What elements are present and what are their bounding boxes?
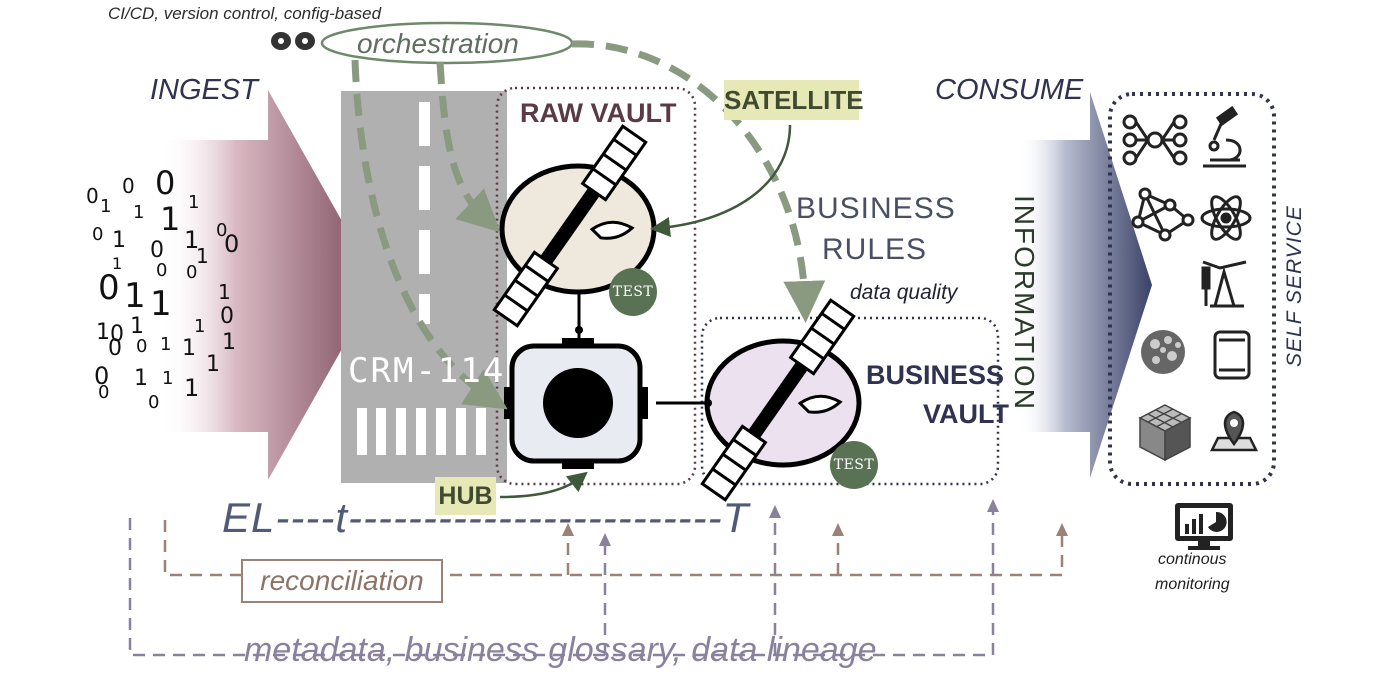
- binary-digit: 0: [98, 382, 110, 403]
- microscope-icon: [1203, 105, 1246, 168]
- business-test-badge: TEST: [830, 441, 878, 489]
- satellite-label: SATELLITE: [724, 80, 864, 120]
- self-service-label: SELF SERVICE: [1283, 205, 1306, 367]
- binary-digit: 1: [133, 202, 145, 223]
- binary-digit: 1: [96, 320, 110, 345]
- binary-digit: 1: [194, 316, 206, 337]
- binary-digit: 0: [94, 362, 110, 390]
- binary-digit: 1: [100, 196, 112, 217]
- reconciliation-arrowheads: [562, 523, 1068, 536]
- binary-digit: 0: [220, 304, 234, 329]
- consume-arrow: [1018, 92, 1152, 478]
- binary-digit: 1: [196, 244, 209, 268]
- source-system-label: CRM-114: [348, 351, 506, 391]
- binary-digit: 1: [112, 228, 126, 253]
- hub-icon: [504, 338, 648, 469]
- binary-digit: 1: [130, 314, 144, 339]
- binary-digit: 1: [188, 192, 200, 213]
- runway-threshold: [357, 408, 486, 455]
- cicd-annotation: CI/CD, version control, config-based: [108, 4, 382, 23]
- raw-vault-boundary: [495, 86, 697, 486]
- monitor-dashboard-icon: [1175, 503, 1233, 550]
- binary-digit: 1: [160, 334, 172, 355]
- rubiks-cube-icon: [1138, 404, 1192, 462]
- binary-digit: 1: [150, 284, 172, 324]
- raw-test-badge: TEST: [609, 268, 657, 316]
- binary-digit: 0: [148, 392, 160, 413]
- binary-digit: 0: [110, 322, 124, 347]
- runway-centerline: [419, 102, 430, 324]
- reconciliation-lines: [163, 520, 1064, 577]
- binary-digit: 0: [122, 174, 135, 198]
- ingest-label: INGEST: [150, 74, 258, 106]
- metadata-label: metadata, business glossary, data lineag…: [244, 631, 877, 669]
- satellite-icon: [700, 298, 856, 502]
- binary-digit: 1: [218, 280, 231, 304]
- binary-digit: 0: [92, 224, 104, 245]
- brain-icon: [1141, 330, 1185, 374]
- orchestration-label: orchestration: [357, 28, 519, 59]
- binary-digit: 0: [186, 262, 198, 283]
- satellite-icon: [492, 124, 648, 328]
- satellite-pointer: [650, 124, 792, 237]
- binary-digit: 0: [216, 220, 228, 241]
- hub-pointer: [499, 471, 588, 499]
- binary-digit: 1: [162, 368, 174, 389]
- binary-digit: 0: [224, 230, 240, 258]
- map-pin-icon: [1209, 410, 1259, 452]
- elt-timeline: EL----t-------------------------T: [222, 494, 750, 541]
- business-vault-line2: VAULT: [923, 399, 1009, 429]
- hub-label: HUB: [435, 477, 496, 515]
- information-label-wrap: INFORMATION: [1000, 195, 1060, 411]
- ingest-arrow: [160, 90, 378, 480]
- reconciliation-label: reconciliation: [241, 559, 443, 603]
- raw-vault-title: RAW VAULT: [520, 98, 677, 128]
- binary-digit: 1: [184, 226, 200, 254]
- binary-digit: 1: [112, 254, 123, 273]
- metadata-lines: [128, 505, 995, 657]
- oil-pump-icon: [1201, 260, 1247, 308]
- network-graph-icon: [1131, 187, 1195, 242]
- link-icon: [271, 32, 315, 50]
- binary-digit: 0: [98, 268, 120, 308]
- binary-digit: 1: [160, 200, 181, 238]
- self-service-boundary: [1108, 92, 1276, 486]
- monitoring-line2: monitoring: [1155, 576, 1230, 593]
- binary-digit: 1: [206, 352, 220, 377]
- tablet-icon: [1213, 330, 1251, 380]
- binary-digit: 1: [182, 336, 196, 361]
- atom-icon: [1200, 195, 1252, 241]
- binary-digit: 1: [124, 276, 146, 316]
- monitoring-line1: continous: [1158, 551, 1227, 568]
- binary-digit: 0: [108, 336, 122, 361]
- business-rules-line2: RULES: [822, 233, 928, 266]
- consume-label: CONSUME: [935, 74, 1084, 106]
- binary-digit: 0: [155, 164, 176, 202]
- binary-digit: 0: [156, 260, 168, 281]
- binary-digit: 1: [222, 330, 236, 355]
- self-service-label-wrap: SELF SERVICE: [1283, 205, 1313, 385]
- binary-digit: 1: [184, 374, 200, 402]
- binary-digit: 0: [150, 238, 164, 263]
- information-label: INFORMATION: [1009, 195, 1040, 411]
- binary-digit: 1: [134, 366, 148, 391]
- business-vault-line1: BUSINESS: [866, 360, 1005, 390]
- metadata-arrowheads: [599, 499, 999, 546]
- data-quality-label: data quality: [850, 281, 958, 304]
- binary-digit: 0: [136, 336, 148, 357]
- workflow-icon: [1122, 114, 1188, 166]
- binary-digit: 0: [86, 184, 99, 208]
- business-rules-line1: BUSINESS: [796, 192, 956, 225]
